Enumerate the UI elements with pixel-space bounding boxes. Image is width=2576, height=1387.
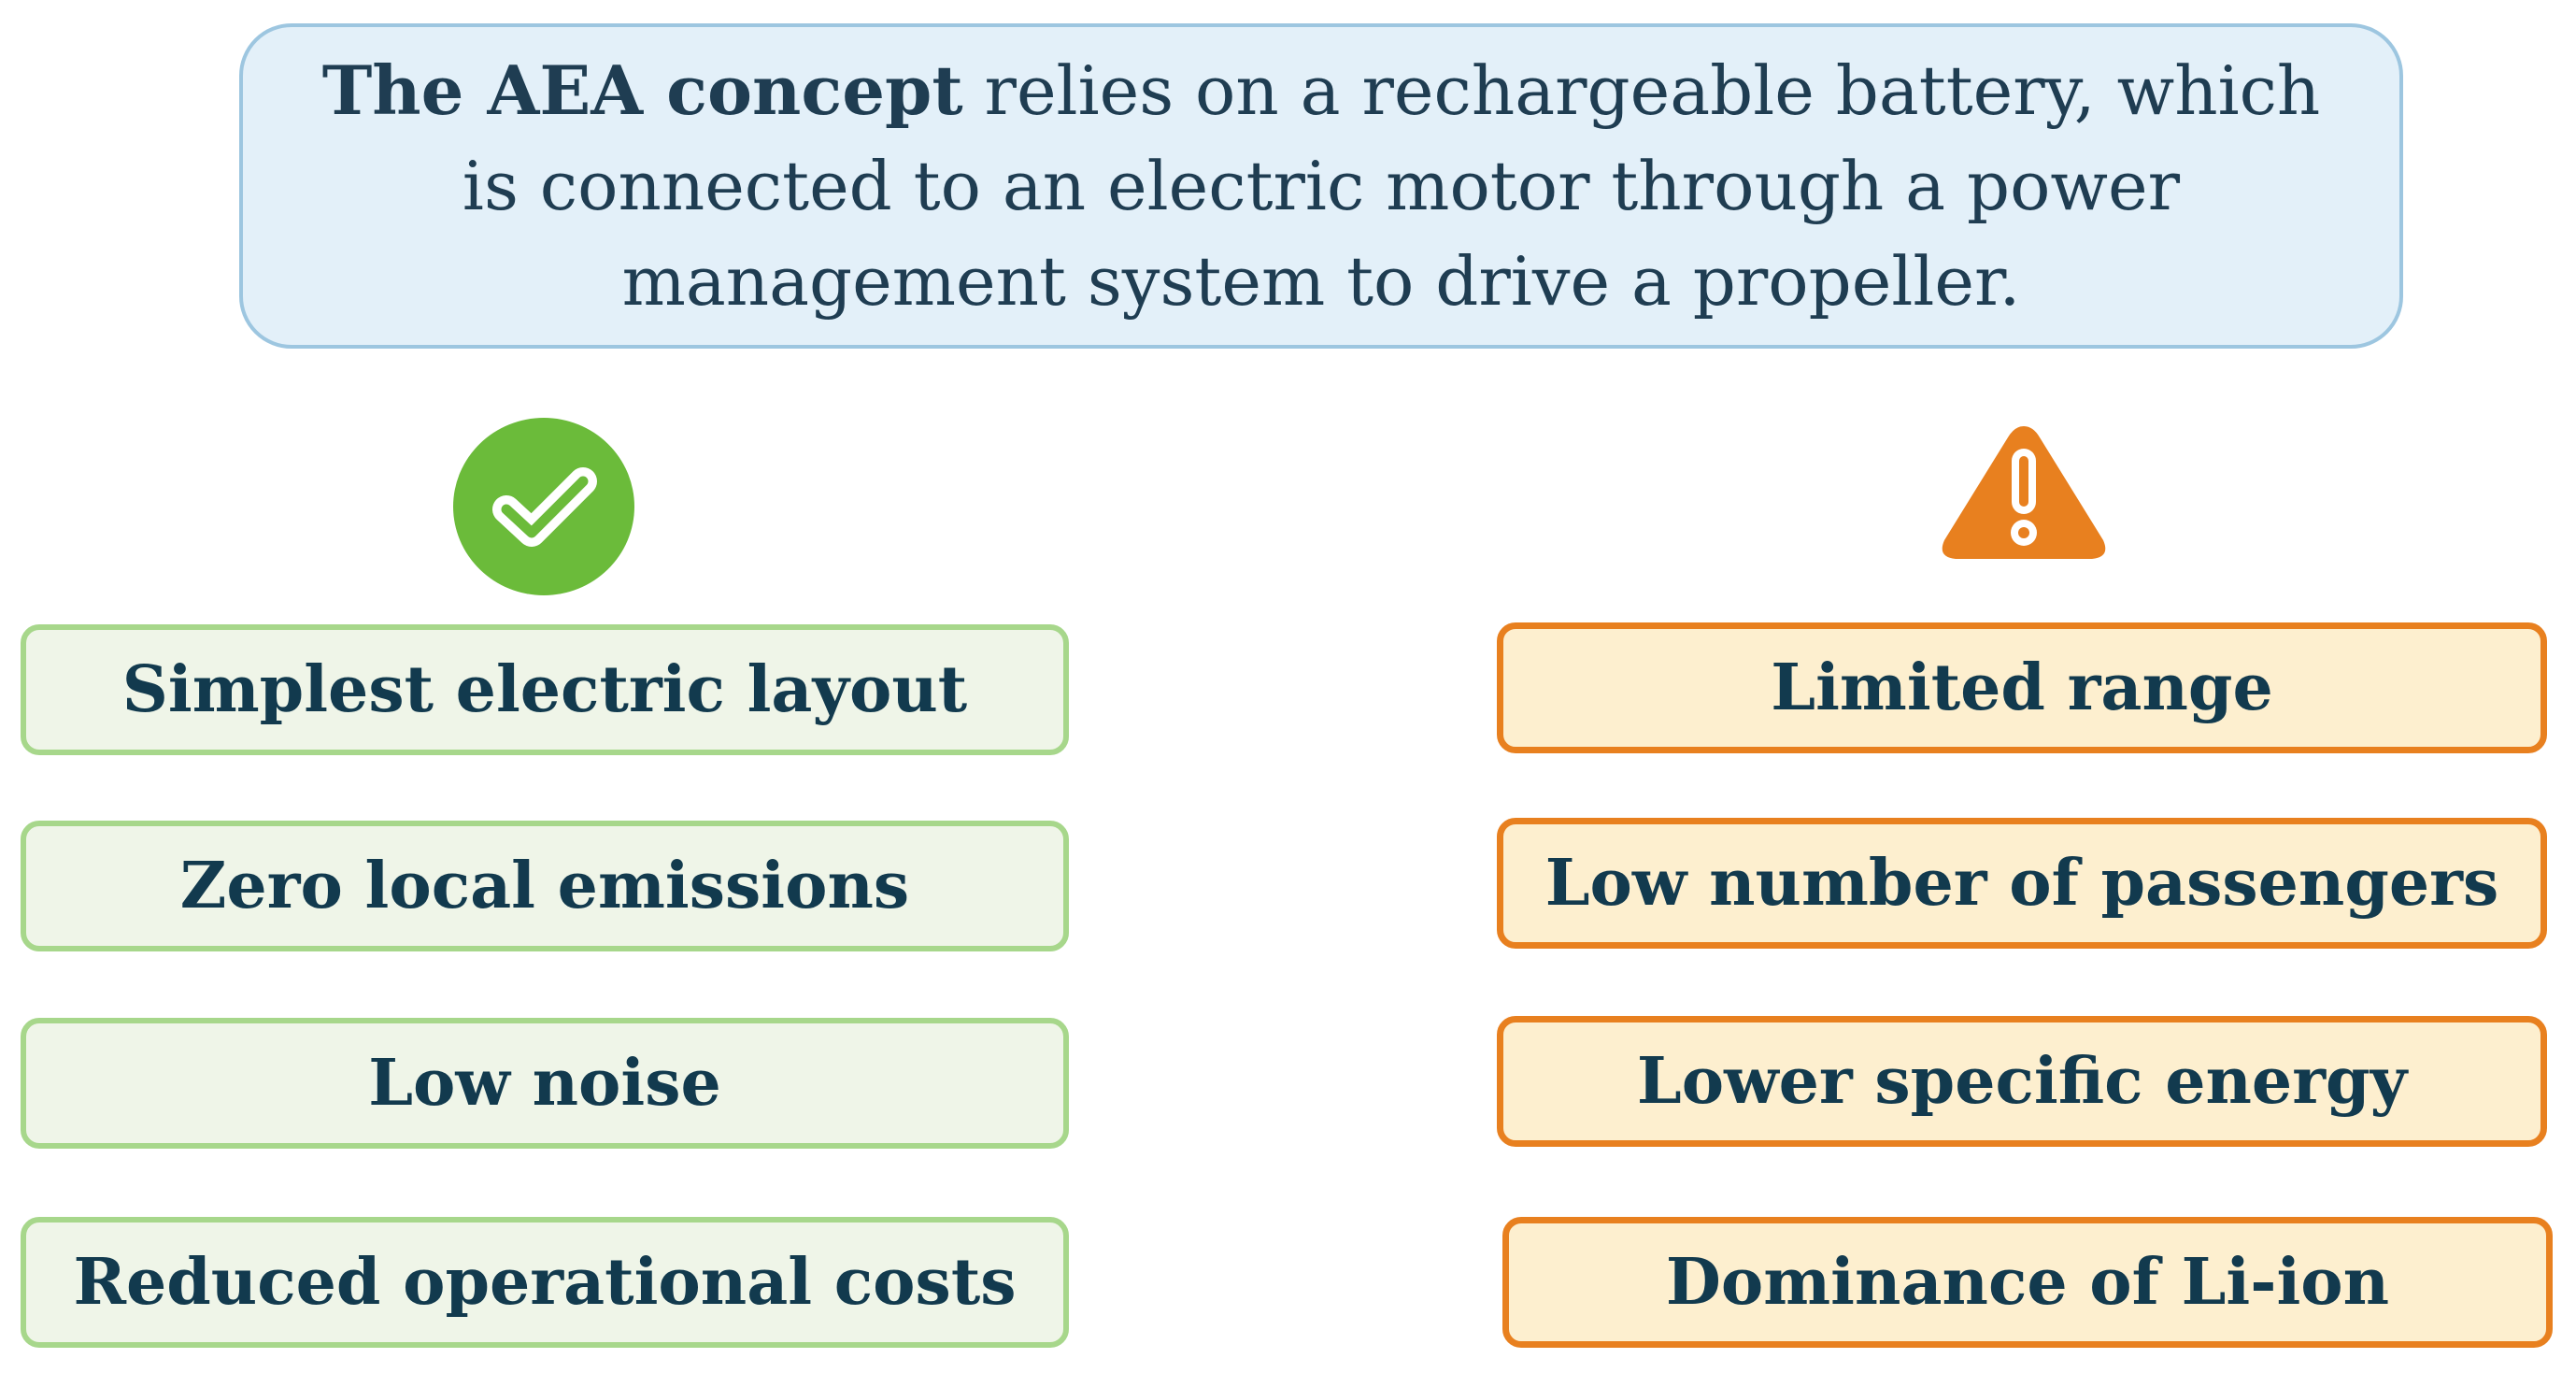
warning-triangle-icon — [1942, 426, 2106, 559]
advantage-item: Low noise — [21, 1018, 1069, 1149]
aea-concept-description: The AEA concept relies on a rechargeable… — [284, 43, 2358, 329]
advantage-item: Simplest electric layout — [21, 624, 1069, 755]
aea-concept-term: The AEA concept — [321, 50, 963, 130]
aea-concept-definition: relies on a rechargeable battery, which … — [462, 51, 2321, 321]
disadvantage-item: Low number of passengers — [1497, 818, 2547, 949]
disadvantage-item: Dominance of Li-ion — [1502, 1217, 2553, 1348]
aea-concept-description-box: The AEA concept relies on a rechargeable… — [239, 23, 2403, 349]
advantage-item: Zero local emissions — [21, 821, 1069, 951]
advantage-item: Reduced operational costs — [21, 1217, 1069, 1348]
check-circle-icon — [453, 418, 634, 595]
disadvantage-item: Limited range — [1497, 622, 2547, 753]
disadvantage-item: Lower specific energy — [1497, 1016, 2547, 1147]
